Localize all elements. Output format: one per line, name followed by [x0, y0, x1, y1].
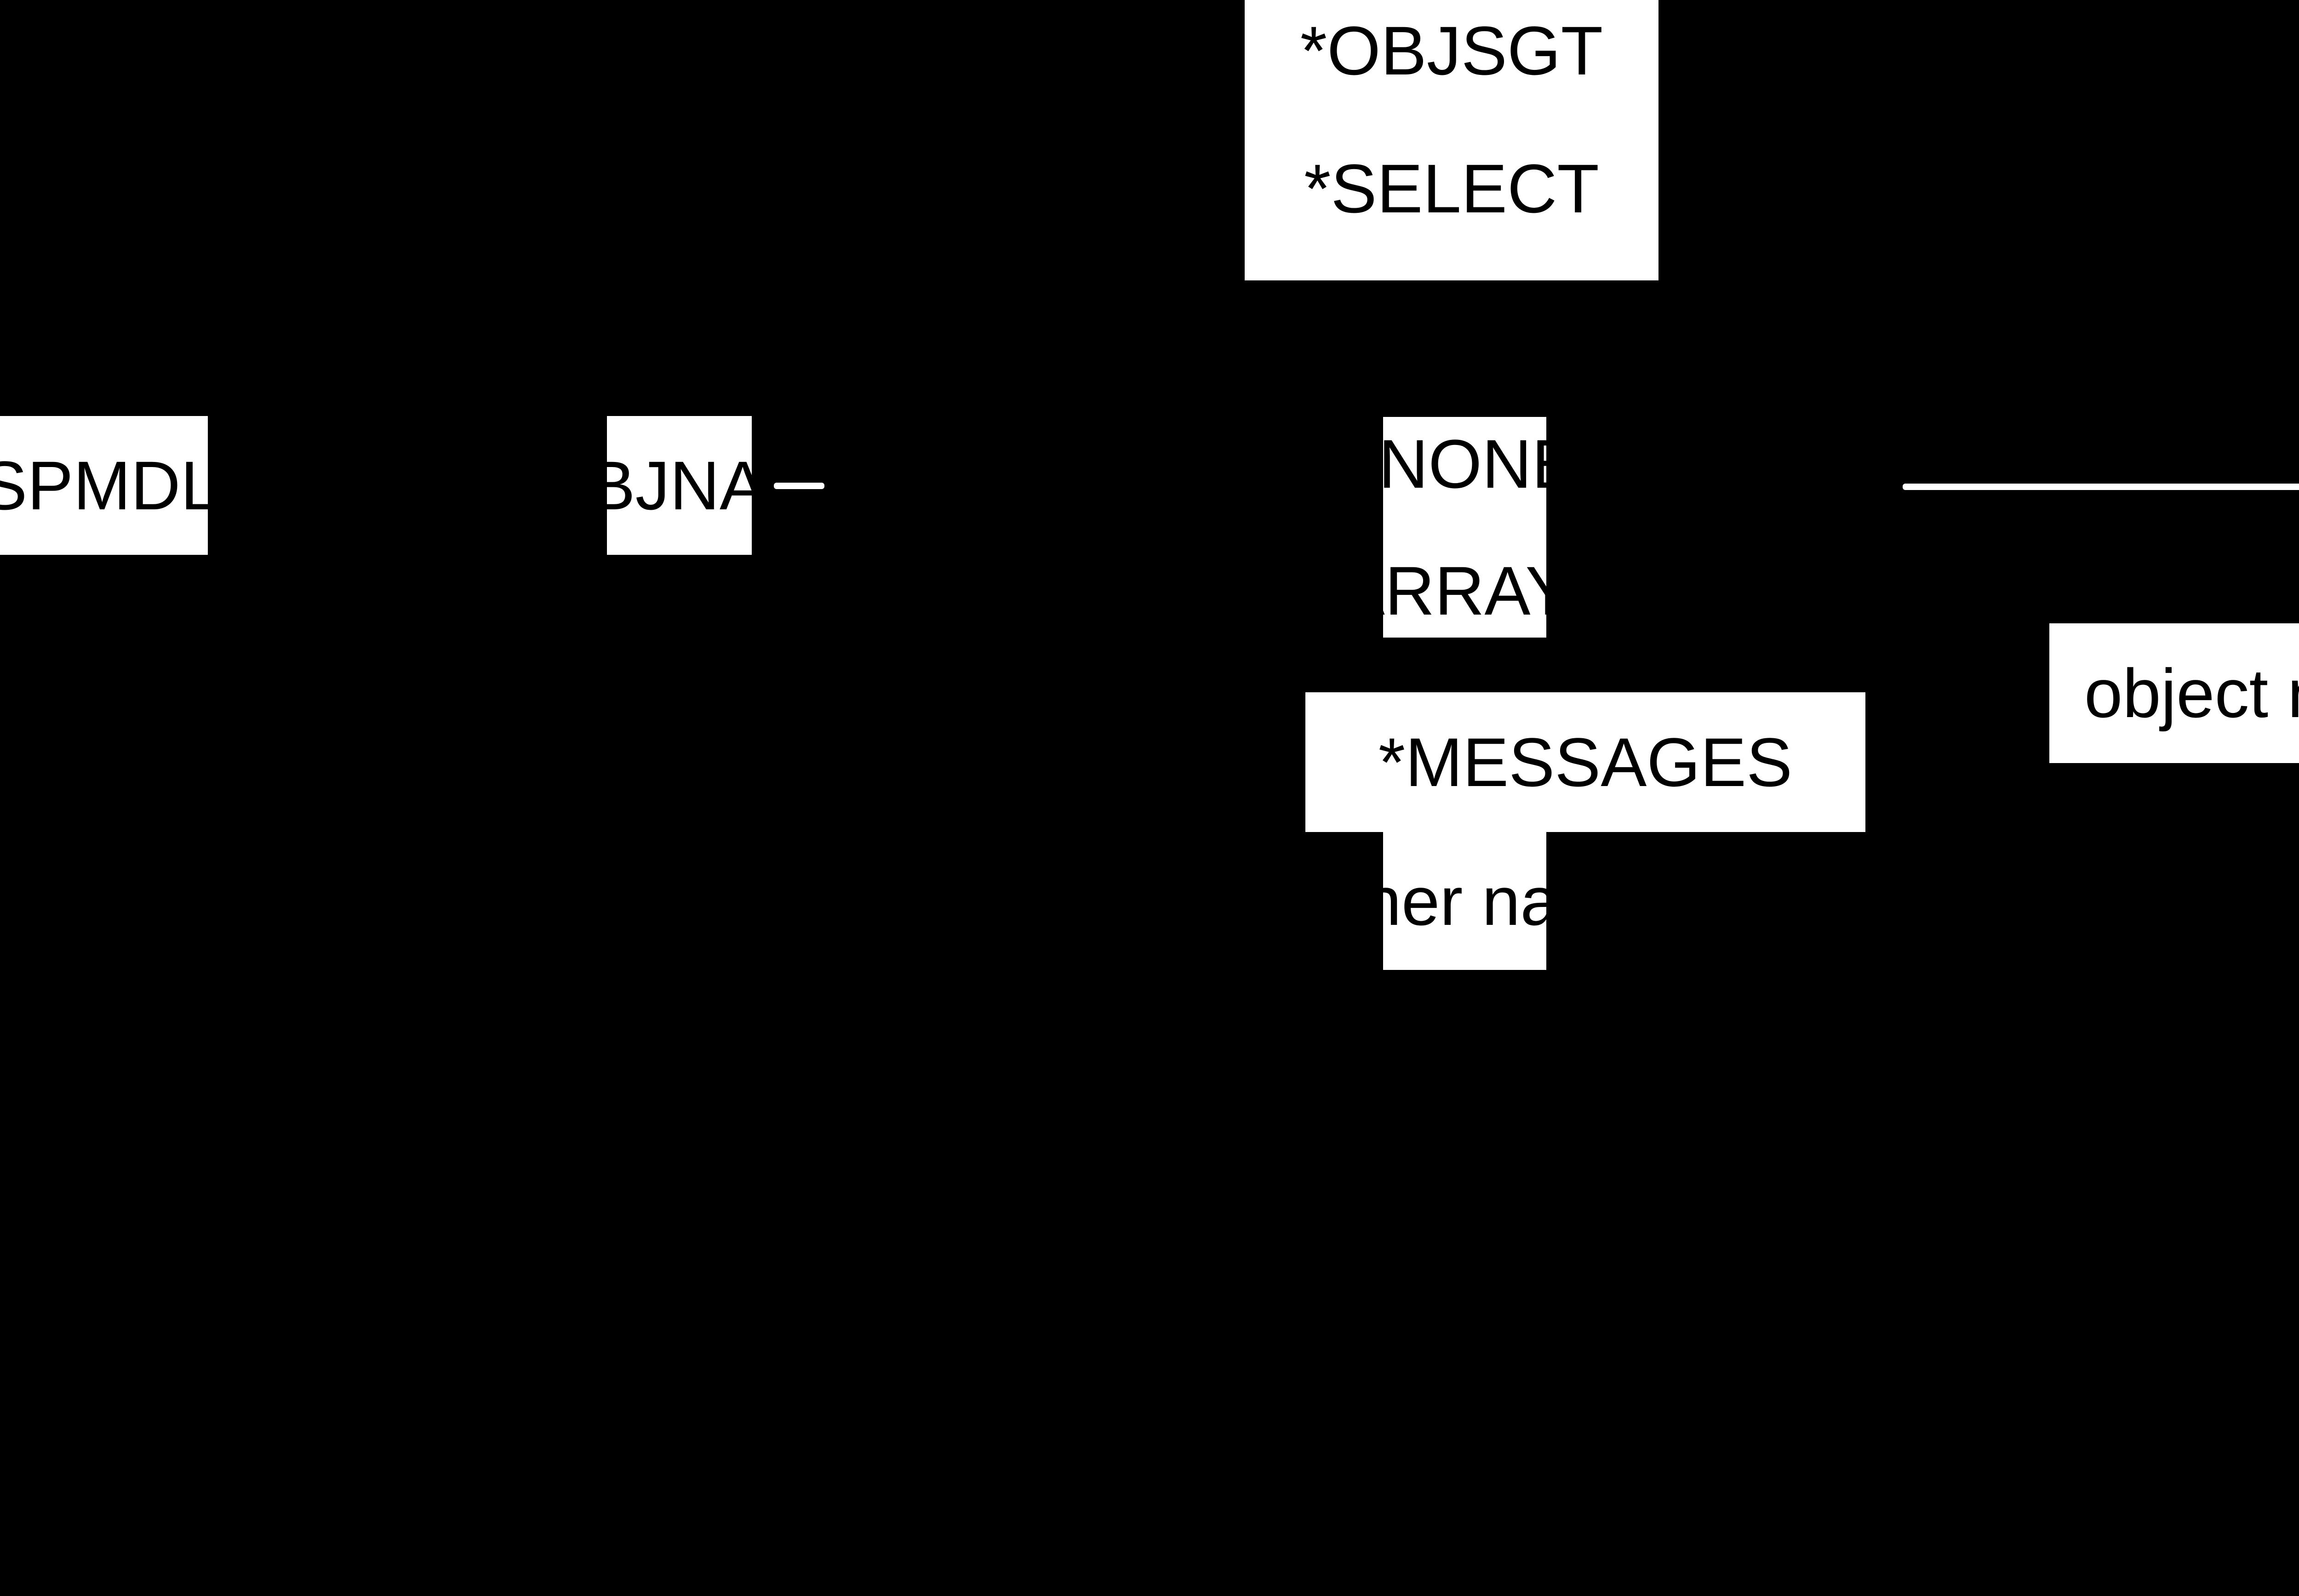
- objsgt-option-select[interactable]: *SELECT: [1304, 150, 1599, 227]
- command-name-box[interactable]: YDSPMDLOD: [0, 416, 322, 555]
- object-name-label: object name: [2084, 655, 2299, 732]
- objnam-option-messages[interactable]: *MESSAGES: [1378, 724, 1793, 801]
- objnam-option-arrays[interactable]: *ARRAYS: [1312, 552, 1618, 629]
- object-name-box[interactable]: object name: [2049, 623, 2299, 763]
- connector-rail-objnam: [774, 483, 824, 489]
- objnam-option-none[interactable]: *NONE: [1351, 425, 1578, 502]
- objsgt-option-objsgt[interactable]: *OBJSGT: [1300, 12, 1603, 89]
- objnam-keyword-box[interactable]: OBJNAM: [536, 416, 823, 555]
- objnam-option-owner-name[interactable]: owner name: [1275, 862, 1655, 940]
- objnam-choice-box-lower[interactable]: owner name: [1275, 832, 1654, 970]
- objsgt-choice-box[interactable]: *OBJSGT *SELECT: [1245, 0, 1658, 280]
- command-name-label: YDSPMDLOD: [0, 447, 323, 524]
- main-rail-line: [1903, 484, 2299, 490]
- objnam-option-messages-box[interactable]: *MESSAGES: [1305, 692, 1865, 832]
- objnam-choice-box-upper[interactable]: *NONE *ARRAYS: [1312, 417, 1618, 638]
